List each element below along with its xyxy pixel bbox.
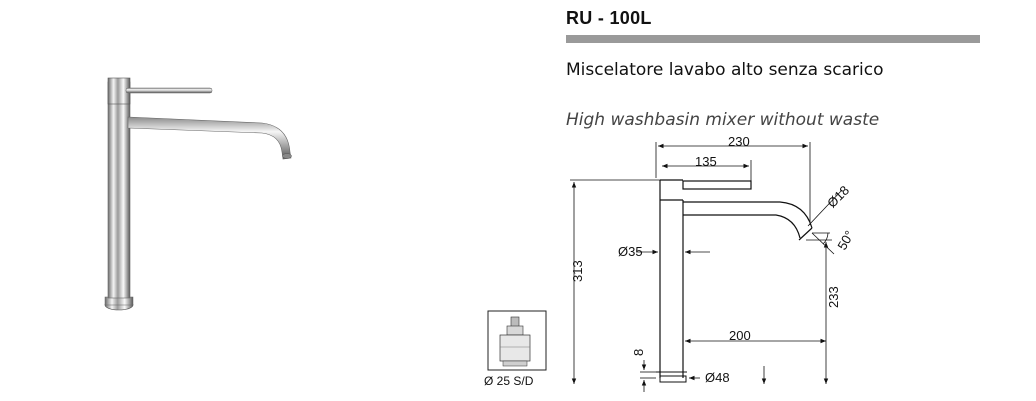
dim-lever-reach: 135 [695, 154, 717, 169]
dim-body-diameter: Ø35 [618, 244, 643, 259]
dim-spout-diameter: Ø18 [824, 183, 852, 211]
product-name-italian: Miscelatore lavabo alto senza scarico [566, 60, 884, 80]
dim-overall-width: 230 [728, 134, 750, 149]
dim-base-diameter: Ø48 [705, 370, 730, 385]
product-code: RU - 100L [566, 8, 652, 28]
dim-base-thickness: 8 [631, 349, 646, 356]
product-name-english: High washbasin mixer without waste [566, 110, 880, 130]
dim-spout-angle: 50° [834, 228, 857, 253]
dim-total-height: 313 [570, 260, 585, 282]
dim-spout-height: 233 [826, 286, 841, 308]
dimension-lines [570, 142, 843, 392]
faucet-photo [104, 77, 292, 311]
dim-spout-reach: 200 [729, 328, 751, 343]
cartridge-diagram [487, 310, 547, 371]
technical-drawing [656, 179, 813, 383]
cartridge-label: Ø 25 S/D [484, 374, 534, 388]
title-divider [566, 35, 980, 43]
